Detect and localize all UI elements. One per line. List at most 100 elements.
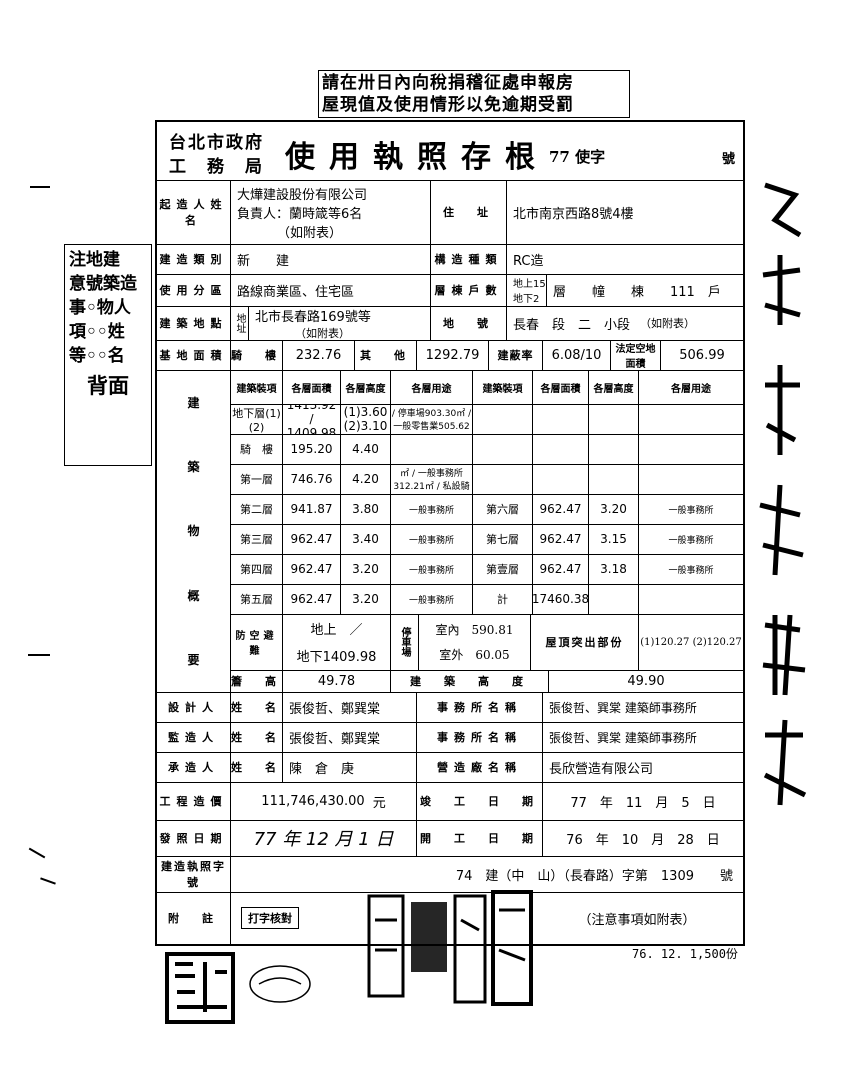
building-side-label: 建 築 物 概 要	[157, 370, 231, 692]
height-value: 49.90	[627, 673, 665, 689]
cost-label: 工程造價	[157, 782, 231, 820]
col-header: 各層面積	[533, 370, 589, 404]
floor-area-right: 962.47	[533, 554, 589, 584]
col-header: 各層高度	[589, 370, 639, 404]
lot-note: （如附表）	[640, 317, 696, 330]
completion-label: 竣 工 日 期	[417, 782, 543, 820]
cost-unit: 元	[372, 795, 386, 811]
row-site: 建築地點 地址 北市長春路169號等 （如附表） 地 號 長春 段 二 小段 （…	[157, 306, 743, 341]
side-char: 物	[187, 524, 200, 539]
permit-form: 台北市政府 工 務 局 使用執照存根 77 使字 號 起造人姓名 大燁建設股份有…	[155, 120, 745, 946]
side-note: 注地建 意號築造 事◦物人 項◦◦姓 等◦◦名 背面	[64, 244, 152, 466]
roof-label: 屋頂突出部份	[531, 614, 639, 670]
margin-mark	[28, 654, 50, 656]
floor-height: 3.20	[341, 554, 391, 584]
lot-label: 地 號	[431, 306, 507, 340]
supervisor-label: 監造人	[157, 722, 231, 752]
floor-area-right	[533, 464, 589, 494]
side-note-line: 項◦◦姓	[69, 322, 125, 342]
floor-area-right: 962.47	[533, 524, 589, 554]
issue-date: 77 年 12 月 1 日	[231, 820, 417, 856]
row-cost: 工程造價 111,746,430.00 元 竣 工 日 期 77 年 11 月 …	[157, 782, 743, 821]
zone-label: 使用分區	[157, 274, 231, 306]
start-label: 開 工 日 期	[417, 820, 543, 856]
margin-mark	[28, 847, 46, 859]
arcade-label: 騎 樓	[231, 340, 283, 370]
handwritten-annotation	[755, 175, 815, 815]
coverage-label: 建蔽率	[489, 340, 543, 370]
floor-height-right	[589, 404, 639, 434]
floor-height-right	[589, 434, 639, 464]
builder-note: （如附表）	[277, 225, 343, 241]
shelter-above: 地上 ／	[310, 623, 363, 638]
start-date: 76 年 10 月 28 日	[566, 832, 720, 848]
floor-name-right: 計	[473, 584, 533, 614]
row-contractor: 承造人 姓 名 陳 倉 庚 營造廠名稱 長欣營造有限公司	[157, 752, 743, 783]
shelter-label: 防空避難	[231, 614, 283, 670]
floor-name-right	[473, 404, 533, 434]
site-addr-tag: 地址	[231, 306, 249, 340]
col-header: 各層高度	[341, 370, 391, 404]
supervisor-office-label: 事務所名稱	[417, 722, 543, 752]
address-label: 住 址	[431, 180, 507, 244]
floor-height-right	[589, 584, 639, 614]
floor-name-right: 第七層	[473, 524, 533, 554]
row-supervisor: 監造人 姓 名 張俊哲、鄭巽棠 事務所名稱 張俊哲、巽棠 建築師事務所	[157, 722, 743, 753]
floor-area: 962.47	[283, 524, 341, 554]
parking-in-label: 室內	[435, 623, 460, 637]
designer-label: 設計人	[157, 692, 231, 722]
shelter-below: 地下1409.98	[296, 650, 377, 665]
notice-line-1: 請在卅日內向稅捐稽征處申報房	[322, 73, 574, 93]
arcade-value: 232.76	[283, 340, 355, 370]
official-seals	[365, 890, 535, 1008]
issue-label: 發照日期	[157, 820, 231, 856]
col-header: 各層用途	[391, 370, 473, 404]
contractor-name: 陳 倉 庚	[283, 752, 417, 782]
remarks-stamps: 打字核對	[231, 892, 531, 944]
other-value: 1292.79	[417, 340, 489, 370]
category-value: 新 建	[231, 244, 431, 274]
floor-height-right: 3.20	[589, 494, 639, 524]
side-note-back: 背面	[87, 374, 129, 398]
floor-name-right	[473, 434, 533, 464]
col-header: 建築裝項	[231, 370, 283, 404]
floor-name-right	[473, 464, 533, 494]
floor-use: 一般事務所	[391, 584, 473, 614]
floor-height: 4.40	[341, 434, 391, 464]
proof-stamp: 打字核對	[241, 907, 299, 929]
designer-office: 張俊哲、巽棠 建築師事務所	[549, 700, 697, 715]
designer-name: 張俊哲、鄭巽棠	[283, 692, 417, 722]
contractor-company: 長欣營造有限公司	[549, 761, 654, 777]
builder-company: 大燁建設股份有限公司	[237, 187, 368, 203]
builder-address: 北市南京西路8號4樓	[513, 206, 634, 222]
floor-height-right: 3.15	[589, 524, 639, 554]
building-table-header: 建築裝項 各層面積 各層高度 各層用途 建築裝項 各層面積 各層高度 各層用途	[231, 370, 743, 405]
supervisor-name-label: 姓 名	[231, 722, 283, 752]
floor-use-right	[639, 584, 743, 614]
category-label: 建造類別	[157, 244, 231, 274]
floor-use: 一般事務所	[391, 554, 473, 584]
tax-notice: 請在卅日內向稅捐稽征處申報房 屋現值及使用情形以免逾期受罰	[318, 70, 630, 118]
eave-value: 49.78	[283, 670, 391, 692]
building-table: 建築裝項 各層面積 各層高度 各層用途 建築裝項 各層面積 各層高度 各層用途 …	[231, 370, 743, 692]
floor-area: 195.20	[283, 434, 341, 464]
floor-name: 第三層	[231, 524, 283, 554]
lot-value: 長春 段 二 小段	[513, 317, 631, 333]
floors-units: 層 幢 棟 111 戶	[553, 284, 721, 300]
designer-name-label: 姓 名	[231, 692, 283, 722]
permit-number-prefix: 77 使字	[549, 148, 606, 166]
floor-use: 一般事務所	[391, 524, 473, 554]
org-dept: 工 務 局	[169, 157, 264, 177]
site-address-cell: 北市長春路169號等 （如附表）	[249, 306, 431, 340]
side-note-line: 意號築造	[69, 274, 137, 294]
notice-line-2: 屋現值及使用情形以免逾期受罰	[322, 95, 574, 115]
form-header: 台北市政府 工 務 局 使用執照存根 77 使字 號	[157, 122, 743, 181]
contractor-company-label: 營造廠名稱	[417, 752, 543, 782]
row-category: 建造類別 新 建 構造種類 RC造	[157, 244, 743, 275]
floor-area-right: 17460.38	[533, 584, 589, 614]
lot-cell: 長春 段 二 小段 （如附表）	[507, 306, 743, 340]
coverage-value: 6.08/10	[543, 340, 611, 370]
